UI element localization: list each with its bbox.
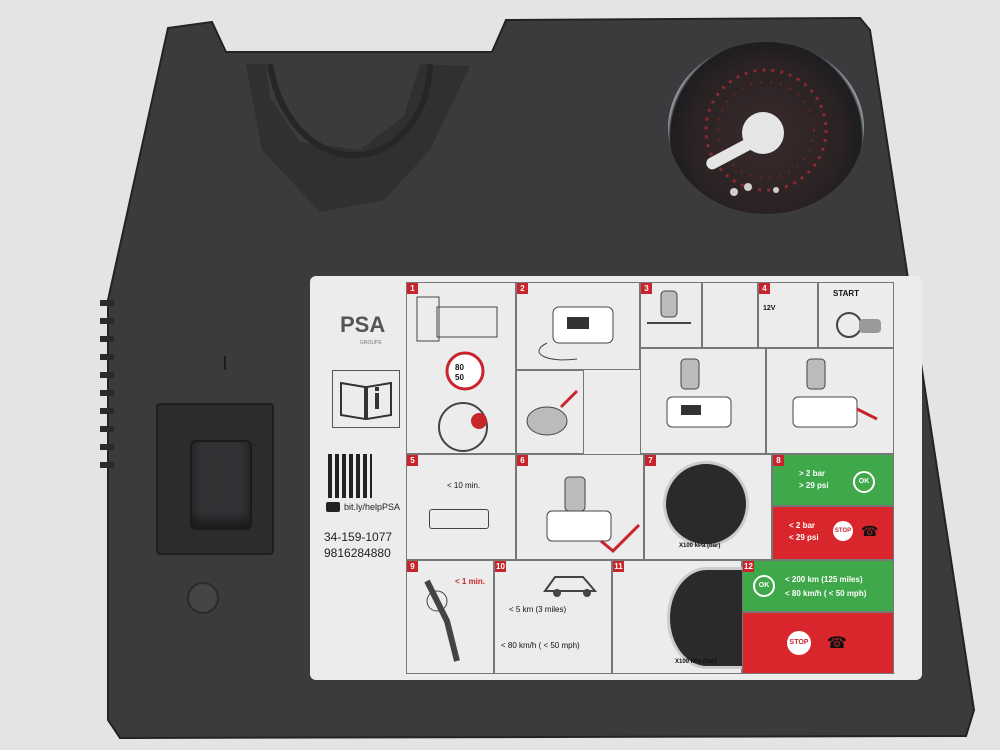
step-10-panel: 10 < 5 km (3 miles) < 80 km/h ( < 50 mph… (494, 560, 612, 674)
step-8-number: 8 (773, 455, 784, 466)
step-10-number: 10 (495, 561, 506, 572)
step-7-number: 7 (645, 455, 656, 466)
step-12-number: 12 (743, 561, 754, 572)
below-bar-label: < 2 bar (789, 521, 816, 530)
step-4b-panel (766, 348, 894, 454)
step-1-panel: 1 80 50 (406, 282, 516, 454)
gauge-needle-hub (742, 112, 784, 154)
step-3-number: 3 (641, 283, 652, 294)
drive-stop-panel: STOP ☎ (742, 612, 894, 674)
time-10-label: < 10 min. (447, 481, 481, 490)
phone-tow-icon-12: ☎ (827, 635, 847, 652)
gauge-unit-11: X100 kPa (bar) (675, 659, 717, 665)
psa-logo: PSA (340, 312, 386, 337)
drive-ok-panel: 12 OK < 200 km (125 miles) < 80 km/h ( <… (742, 560, 894, 612)
pressure-low-panel: < 2 bar < 29 psi STOP ☎ (772, 506, 894, 560)
speed-limit-top: 80 (455, 363, 464, 372)
step-3b-panel (702, 282, 758, 348)
distance-5-label: < 5 km (3 miles) (509, 605, 567, 614)
speed-limit-bottom: 50 (455, 373, 464, 382)
gauge-unit-7: X100 kPa (bar) (679, 543, 721, 549)
step-5-panel: 5 < 10 min. (406, 454, 516, 560)
start-label: START (833, 289, 860, 298)
switch-indicator-mark (224, 356, 226, 370)
ok-icon: OK (853, 471, 875, 493)
gauge-diagram-11 (667, 567, 747, 669)
step-7-panel: 7 X100 kPa (bar) (644, 454, 772, 560)
instruction-label: PSA GROUPE bit.ly/helpPSA 34-159-1077 98… (310, 276, 922, 680)
drive-speed-label: < 80 km/h ( < 50 mph) (785, 589, 867, 598)
step-3-panel: 3 (640, 282, 702, 348)
power-rocker-switch[interactable] (190, 440, 252, 530)
step-2-panel: 2 (516, 282, 640, 370)
help-url: bit.ly/helpPSA (344, 502, 401, 512)
screw-cap (187, 582, 219, 614)
below-psi-label: < 29 psi (789, 533, 819, 542)
qr-code (328, 454, 372, 498)
step-9-panel: 9 < 1 min. (406, 560, 494, 674)
drive-200-label: < 200 km (125 miles) (785, 575, 863, 584)
gauge-diagram-7 (663, 461, 749, 547)
youtube-icon (326, 502, 340, 512)
step-5-number: 5 (407, 455, 418, 466)
start-panel: START (818, 282, 894, 348)
voltage-label: 12V (763, 305, 776, 312)
step-6-panel: 6 (516, 454, 644, 560)
psa-logo-sub: GROUPE (360, 340, 382, 346)
ok-icon-12: OK (753, 575, 775, 597)
part-number-2: 9816284880 (324, 546, 391, 560)
step-11-number: 11 (613, 561, 624, 572)
stop-icon-12: STOP (787, 631, 811, 655)
speed-80-label: < 80 km/h ( < 50 mph) (501, 641, 580, 650)
time-1-label: < 1 min. (455, 577, 486, 586)
switch-diagram (429, 509, 489, 529)
psa-logo-box: PSA GROUPE (332, 282, 402, 366)
above-psi-label: > 29 psi (799, 481, 829, 490)
step-3c-panel (640, 348, 766, 454)
phone-tow-icon: ☎ (861, 523, 879, 539)
part-number-1: 34-159-1077 (324, 530, 393, 544)
gauge-ticks (704, 68, 828, 196)
step-2b-panel (516, 370, 584, 454)
above-bar-label: > 2 bar (799, 469, 826, 478)
pressure-ok-panel: 8 > 2 bar > 29 psi OK (772, 454, 894, 506)
manual-icon (332, 370, 400, 428)
step-11-panel: 11 X100 kPa (bar) (612, 560, 747, 674)
step-9-number: 9 (407, 561, 418, 572)
stop-icon-8: STOP (833, 521, 853, 541)
step-2-number: 2 (517, 283, 528, 294)
step-4-panel: 4 12V (758, 282, 818, 348)
step-4-number: 4 (759, 283, 770, 294)
step-1-number: 1 (407, 283, 418, 294)
step-6-number: 6 (517, 455, 528, 466)
